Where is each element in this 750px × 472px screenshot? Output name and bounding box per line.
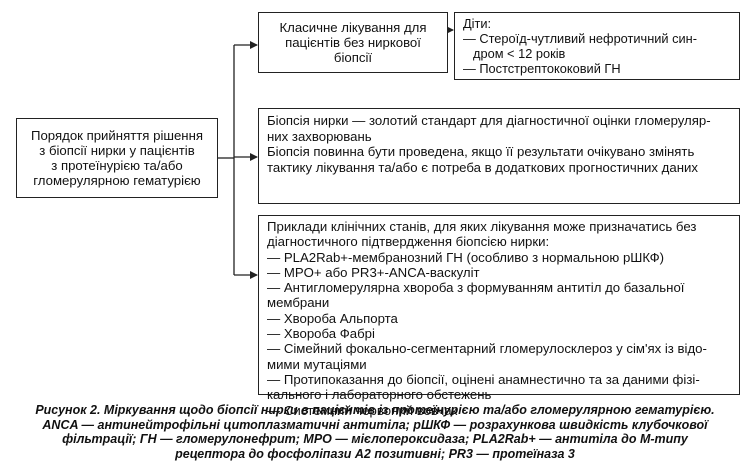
examples-item: — MPO+ або PR3+-ANCA-васкуліт <box>267 264 480 280</box>
root-line: з протеїнурією та/або <box>51 158 183 173</box>
children-box: Діти: — Стероїд-чутливий нефротичний син… <box>454 12 740 80</box>
decision-root-box: Порядок прийняття рішення з біопсії нирк… <box>16 118 218 198</box>
biopsy-line: тактику лікування та/або є потреба в дод… <box>267 159 698 175</box>
caption-line: фільтрації; ГН — гломерулонефрит; MPO — … <box>62 432 688 447</box>
examples-item: — PLA2Rab+-мембранозний ГН (особливо з н… <box>267 249 665 265</box>
examples-item: мими мутаціями <box>267 356 367 372</box>
clinical-examples-box: Приклади клінічних станів, для яких ліку… <box>258 215 740 418</box>
caption-line: ANCA — антинейтрофільні цитоплазматичні … <box>42 417 708 432</box>
clinical-line: Класичне лікування для <box>279 19 427 35</box>
examples-item: — Сімейний фокально-сегментарний гломеру… <box>267 341 707 357</box>
root-line: гломерулярною гематурією <box>33 173 201 189</box>
children-item: — Стероїд-чутливий нефротичний син- <box>463 31 697 46</box>
children-item: — Постстрептококовий ГН <box>463 61 621 76</box>
examples-item: — Хвороба Альпорта <box>267 310 398 326</box>
clinical-treatment-box: Класичне лікування для пацієнтів без нир… <box>258 12 448 73</box>
children-item: дром < 12 років <box>473 46 566 61</box>
examples-line: діагностичного підтвердження біопсією ни… <box>267 234 550 250</box>
biopsy-line: Біопсія нирки — золотий стандарт для діа… <box>267 113 711 128</box>
examples-item: — Хвороба Фабрі <box>267 326 375 342</box>
biopsy-line: Біопсія повинна бути проведена, якщо її … <box>267 144 695 160</box>
biopsy-line: них захворювань <box>267 128 372 144</box>
examples-line: Приклади клінічних станів, для яких ліку… <box>267 219 697 234</box>
root-line: Порядок прийняття рішення <box>30 127 203 143</box>
examples-item: мембрани <box>267 295 330 311</box>
clinical-line: біопсії <box>333 50 373 66</box>
examples-item: кального і лабораторного обстежень <box>267 387 492 403</box>
examples-item: — Системний червоний вовчак <box>267 402 458 418</box>
examples-item: — Антигломерулярна хвороба з формуванням… <box>267 280 685 296</box>
children-title: Діти: <box>463 16 492 31</box>
caption-line: рецептора до фосфоліпази А2 позитивні; P… <box>175 446 575 461</box>
examples-item: — Протипоказання до біопсії, оцінені ана… <box>267 371 700 387</box>
caption-line: Рисунок 2. Міркування щодо біопсії нирки… <box>35 403 715 417</box>
biopsy-standard-box: Біопсія нирки — золотий стандарт для діа… <box>258 108 740 204</box>
figure-caption: Рисунок 2. Міркування щодо біопсії нирки… <box>6 403 744 461</box>
root-line: з біопсії нирки у пацієнтів <box>39 142 195 158</box>
clinical-line: пацієнтів без ниркової <box>285 34 421 50</box>
